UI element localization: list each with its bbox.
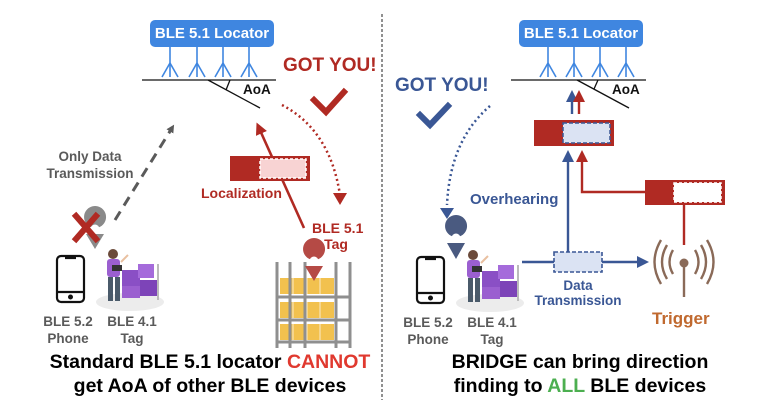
data-tx-box (553, 251, 603, 273)
left-antenna-array (161, 47, 258, 78)
dotted-arrowhead (333, 193, 347, 205)
right-caption-line1: BRIDGE can bring direction (451, 351, 709, 373)
data-tx-label: Data Transmission (528, 278, 628, 308)
left-got-you: GOT YOU! (283, 55, 377, 76)
left-phone-icon (55, 254, 86, 304)
blue-dotted-arrowhead (440, 208, 454, 219)
trigger-path (576, 150, 645, 194)
left-caption-line2: get AoA of other BLE devices (73, 375, 347, 397)
right-aoa-label: AoA (612, 82, 640, 97)
only-data-label: Only Data Transmission (40, 148, 140, 182)
cannot-highlight: CANNOT (286, 351, 371, 373)
trigger-label: Trigger (652, 309, 710, 328)
right-phone-line2: Phone (407, 332, 449, 347)
left-phone-line1: BLE 5.2 (43, 314, 93, 329)
left-tag41-label: BLE 4.1 Tag (102, 313, 162, 347)
left-caption-text: Standard BLE 5.1 locator (49, 351, 287, 373)
data-tx-line2: Transmission (534, 293, 622, 308)
left-tag41-line2: Tag (120, 331, 144, 346)
left-tag41-line1: BLE 4.1 (107, 314, 157, 329)
red-check-icon (309, 87, 349, 117)
ble51-tag-label: BLE 5.1 Tag (312, 220, 364, 252)
right-phone-line1: BLE 5.2 (403, 315, 453, 330)
combined-packet (534, 120, 614, 146)
left-packet (230, 156, 310, 181)
overhearing-label: Overhearing (470, 191, 559, 208)
right-caption-text-c: BLE devices (584, 375, 707, 397)
overhearing-dotted-arrow (445, 105, 491, 206)
right-caption-line2: finding to ALL BLE devices (400, 376, 760, 396)
localization-label: Localization (201, 185, 282, 201)
blue-check-icon (415, 101, 453, 130)
right-locator-label: BLE 5.1 Locator (519, 20, 643, 47)
ble51-tag-line1: BLE 5.1 (312, 220, 364, 236)
trigger-antenna-dot (679, 258, 689, 268)
left-phone-line2: Phone (47, 331, 89, 346)
got-you-dotted-arrow (281, 103, 342, 196)
left-locator-label: BLE 5.1 Locator (150, 20, 274, 47)
only-data-line2: Transmission (46, 166, 134, 181)
left-aoa-label: AoA (243, 82, 271, 97)
ble51-tag-line2: Tag (324, 236, 348, 252)
right-got-you: GOT YOU! (395, 75, 489, 96)
trigger-antenna-icon (653, 239, 715, 297)
right-tag41-line2: Tag (480, 332, 504, 347)
trigger-packet (645, 180, 725, 205)
right-worker-boxes-illustration (456, 250, 524, 312)
left-caption-line1: Standard BLE 5.1 locator CANNOT (30, 352, 390, 372)
left-aoa-angle (142, 79, 276, 109)
right-tag41-label: BLE 4.1 Tag (462, 314, 522, 348)
right-tag41-line1: BLE 4.1 (467, 315, 517, 330)
left-worker-boxes-illustration (96, 249, 164, 311)
blue-location-pin-icon (445, 215, 468, 259)
right-aoa-angle (511, 79, 646, 109)
right-antenna-array (539, 47, 635, 78)
all-highlight: ALL (547, 375, 585, 397)
right-phone-label: BLE 5.2 Phone (398, 314, 458, 348)
red-x-icon (71, 211, 101, 244)
only-data-line1: Only Data (58, 149, 122, 164)
warehouse-shelf-illustration (275, 262, 352, 348)
right-phone-icon (415, 255, 446, 305)
left-phone-label: BLE 5.2 Phone (38, 313, 98, 347)
right-caption-text-a: finding to (453, 375, 548, 397)
data-tx-line1: Data (563, 278, 593, 293)
red-location-pin-icon (303, 238, 326, 281)
only-data-arrow (113, 124, 175, 221)
